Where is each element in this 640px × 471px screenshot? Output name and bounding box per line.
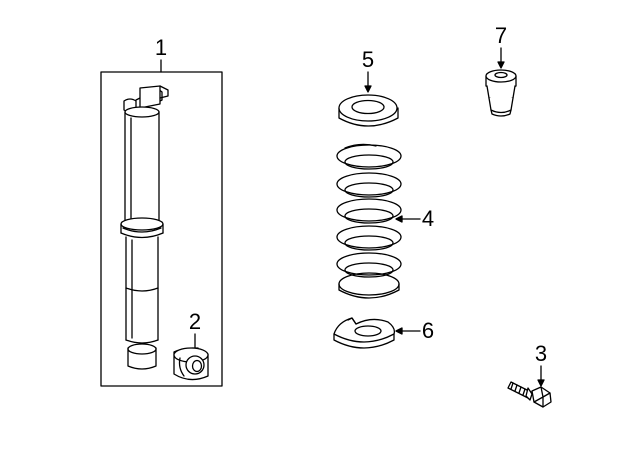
shock-absorber-group [100, 59, 223, 387]
callout-4: 4 [421, 206, 435, 231]
callout-2: 2 [188, 309, 202, 334]
callout-6: 6 [421, 318, 435, 343]
callout-7: 7 [494, 23, 508, 48]
shock-absorber-frame [100, 71, 223, 387]
callout-1: 1 [154, 35, 168, 60]
upper-spring-insulator-icon [338, 71, 399, 127]
shock-absorber-icon [120, 85, 169, 370]
callout-5: 5 [361, 47, 375, 72]
lower-spring-insulator-icon [333, 317, 421, 349]
bolt-icon [507, 365, 552, 408]
coil-spring-icon [336, 143, 421, 299]
bushing-icon [173, 333, 209, 381]
bump-stop-icon [485, 47, 517, 117]
callout-3: 3 [534, 341, 548, 366]
